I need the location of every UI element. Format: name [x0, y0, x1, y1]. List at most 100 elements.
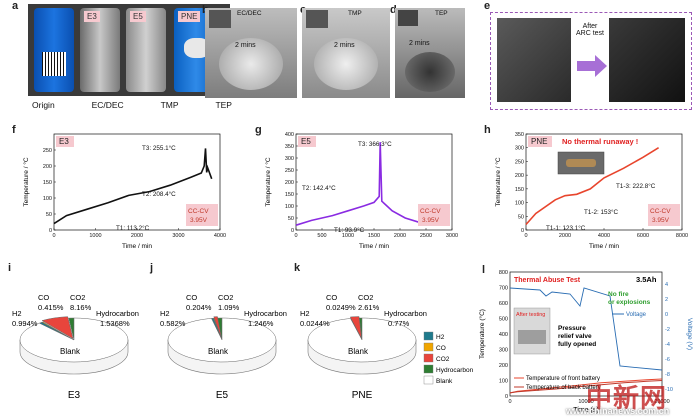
tag-box	[298, 136, 316, 147]
x-tick-label: 4000	[598, 233, 610, 239]
panel-label-a: a	[12, 0, 19, 12]
y-tick-label: 200	[499, 363, 508, 369]
photo-b: EC/DEC 2 mins	[205, 8, 297, 98]
tag-label: PNE	[531, 137, 547, 146]
battery-tmp: E5	[126, 8, 166, 92]
label-co: CO	[326, 293, 337, 302]
label-co2-value: 2.61%	[358, 303, 380, 312]
y-tick-label: 50	[518, 214, 524, 220]
y2-tick-label: -4	[665, 342, 670, 348]
pie-name: PNE	[352, 390, 373, 401]
relief-label: Pressure	[558, 325, 586, 332]
x-tick-label: 1000	[89, 233, 101, 239]
arrow-body	[577, 61, 595, 71]
voltage-label: 3.95V	[422, 217, 440, 224]
y2-tick-label: -2	[665, 327, 670, 333]
pie-j: BlankE5H20.582%CO0.204%CO21.09%Hydrocarb…	[160, 293, 287, 401]
y-tick-label: 700	[499, 286, 508, 292]
label-co: CO	[186, 293, 197, 302]
annotation-2: T2: 142.4°C	[302, 184, 336, 192]
y-tick-label: 250	[515, 159, 524, 165]
battery-ecdec: E3	[80, 8, 120, 92]
x-tick-label: 2000	[394, 233, 406, 239]
y2-axis-label: Voltage (V)	[686, 318, 693, 350]
inset-d	[398, 10, 418, 26]
y-tick-label: 500	[499, 317, 508, 323]
x-tick-label: 2000	[131, 233, 143, 239]
pie-center-label: Blank	[60, 347, 81, 356]
x-tick-label: 1500	[368, 233, 380, 239]
label-co2: CO2	[358, 293, 373, 302]
pie-k: BlankPNEH20.0244%CO0.0249%CO22.61%Hydroc…	[300, 293, 474, 401]
label-co-value: 0.0249%	[326, 303, 356, 312]
y-tick-label: 0	[521, 228, 524, 234]
legend-front: Temperature of front battery	[526, 376, 600, 382]
pie-slice-co2	[41, 316, 74, 340]
pie-name: E3	[68, 390, 81, 401]
y2-tick-label: 0	[665, 312, 668, 318]
tag-pne: PNE	[178, 11, 201, 22]
tag-label: E5	[301, 137, 311, 146]
headline: No thermal runaway !	[562, 137, 638, 146]
tag-e5: E5	[130, 11, 146, 22]
y-axis-label: Temperature (°C)	[478, 309, 486, 359]
legend-swatch	[423, 342, 434, 352]
caption-tmp: TMP	[160, 100, 179, 110]
photo-e-after	[609, 18, 685, 102]
y-tick-label: 800	[499, 270, 508, 276]
panel-label-k: k	[294, 262, 301, 274]
no-fire-label-2: or explosions	[608, 299, 651, 306]
panel-label-i: i	[8, 262, 12, 274]
scale-device	[518, 330, 546, 344]
y2-tick-label: 4	[665, 282, 668, 288]
y-tick-label: 250	[285, 168, 294, 174]
pie-center-label: Blank	[208, 347, 229, 356]
panel-label-d: d	[390, 4, 397, 16]
caption-tep: TEP	[215, 100, 232, 110]
mode-label: CC-CV	[650, 208, 671, 215]
no-fire-label: No fire	[608, 291, 629, 298]
pie-slice-blank	[307, 317, 417, 363]
x-tick-label: 4000	[214, 233, 226, 239]
annotation-3: T1-1: 123.1°C	[546, 224, 586, 232]
panel-label-e: e	[484, 0, 491, 12]
panel-label-h: h	[484, 124, 491, 136]
annotation-1: T1-3: 222.8°C	[616, 182, 656, 190]
time-b: 2 mins	[235, 42, 256, 49]
panel-label-f: f	[12, 124, 16, 136]
voltage-label: 3.95V	[652, 217, 670, 224]
y-tick-label: 100	[515, 201, 524, 207]
y-axis-label: Temperature / °C	[494, 157, 502, 207]
x-tick-label: 0	[508, 399, 511, 405]
watermark-chinese: 中新网	[586, 384, 668, 414]
legend-label: H2	[436, 334, 445, 341]
x-tick-label: 1000	[342, 233, 354, 239]
label-h2: H2	[300, 309, 310, 318]
after-testing-label: After testing	[516, 312, 545, 318]
y2-tick-label: 2	[665, 297, 668, 303]
relief-label-2: relief valve	[558, 333, 592, 340]
x-axis-label: Time (s)	[573, 407, 598, 414]
title-b: EC/DEC	[237, 10, 262, 17]
mode-box	[186, 204, 218, 226]
caption-origin: Origin	[32, 100, 55, 110]
pie-slice-co	[41, 321, 75, 341]
label-hydrocarbon: Hydrocarbon	[384, 309, 427, 318]
pie-slice-co2	[349, 316, 362, 339]
y-tick-label: 100	[499, 379, 508, 385]
voltage-legend: Voltage	[626, 312, 647, 318]
y-tick-label: 150	[285, 192, 294, 198]
y-tick-label: 0	[505, 394, 508, 400]
y-tick-label: 350	[285, 144, 294, 150]
voltage-label: 3.95V	[190, 217, 208, 224]
pie-i: BlankE3H20.994%CO0.415%CO28.16%Hydrocarb…	[12, 293, 139, 401]
temperature-line-2	[509, 380, 663, 394]
x-tick-label: 3000	[446, 233, 458, 239]
label-hydrocarbon-value: 1.5368%	[100, 319, 130, 328]
y-tick-label: 0	[291, 228, 294, 234]
mode-box	[418, 204, 450, 226]
y2-tick-label: -10	[665, 387, 673, 393]
arrow-text-e: After ARC test	[575, 23, 604, 37]
time-c: 2 mins	[334, 42, 355, 49]
